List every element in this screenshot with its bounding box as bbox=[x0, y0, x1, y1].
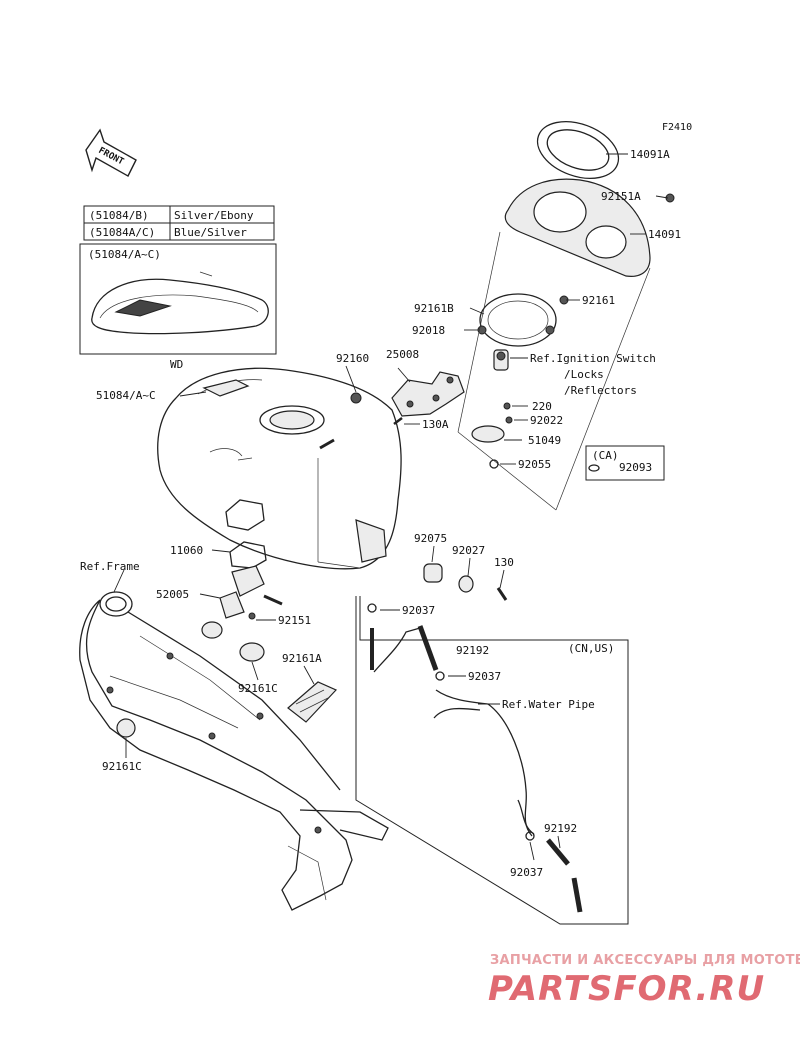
label-92161: 92161 bbox=[582, 294, 615, 307]
meter-housing-14091 bbox=[504, 178, 675, 277]
rubber-92161C-a bbox=[239, 642, 265, 662]
label-92093: 92093 bbox=[619, 461, 652, 474]
watermark-logo: ЗАПЧАСТИ И АКСЕССУАРЫ ДЛЯ МОТОТЕХНИКИ PA… bbox=[488, 953, 800, 1009]
grommet-92160 bbox=[350, 392, 362, 404]
color-table: (51084/B) Silver/Ebony (51084A/C) Blue/S… bbox=[83, 205, 275, 241]
label-92161A: 92161A bbox=[282, 652, 322, 665]
label-92055: 92055 bbox=[518, 458, 551, 471]
washer-92022 bbox=[505, 416, 513, 424]
label-92161C-a: 92161C bbox=[238, 682, 278, 695]
bolt-130A bbox=[393, 417, 403, 425]
clamp-92037-a bbox=[367, 603, 377, 613]
ref-locks: /Locks bbox=[564, 368, 604, 381]
label-92160: 92160 bbox=[336, 352, 369, 365]
ref-ignition: Ref.Ignition Switch bbox=[530, 352, 656, 365]
tank-decal-inset: (51084/A~C) bbox=[79, 243, 277, 355]
cn-us-label: (CN,US) bbox=[568, 642, 614, 655]
ignition-key-part bbox=[493, 349, 509, 371]
color-name-2: Blue/Silver bbox=[174, 226, 247, 239]
ca-label: (CA) bbox=[592, 449, 619, 462]
cap-51049 bbox=[471, 425, 505, 443]
gasket-11060 bbox=[229, 541, 267, 569]
label-92161B: 92161B bbox=[414, 302, 454, 315]
wd-label: WD bbox=[170, 358, 183, 371]
label-51049: 51049 bbox=[528, 434, 561, 447]
label-92151: 92151 bbox=[278, 614, 311, 627]
ref-frame: Ref.Frame bbox=[80, 560, 140, 573]
color-code-2: (51084A/C) bbox=[89, 226, 155, 239]
label-92192-b: 92192 bbox=[544, 822, 577, 835]
label-92151A: 92151A bbox=[601, 190, 641, 203]
color-name-1: Silver/Ebony bbox=[174, 209, 254, 222]
bolt-130 bbox=[496, 587, 508, 601]
label-14091A: 14091A bbox=[630, 148, 670, 161]
label-92022: 92022 bbox=[530, 414, 563, 427]
label-11060: 11060 bbox=[170, 544, 203, 557]
figure-code: F2410 bbox=[662, 122, 692, 133]
label-92027: 92027 bbox=[452, 544, 485, 557]
rubber-92161A bbox=[287, 681, 338, 723]
front-arrow-icon: FRONT bbox=[85, 128, 137, 177]
label-14091: 14091 bbox=[648, 228, 681, 241]
label-130A: 130A bbox=[422, 418, 449, 431]
watermark-line1: ЗАПЧАСТИ И АКСЕССУАРЫ ДЛЯ МОТОТЕХНИКИ bbox=[490, 953, 800, 968]
label-220: 220 bbox=[532, 400, 552, 413]
label-25008: 25008 bbox=[386, 348, 419, 361]
label-92037-a: 92037 bbox=[402, 604, 435, 617]
label-92037-b: 92037 bbox=[468, 670, 501, 683]
gasket-upper bbox=[225, 499, 265, 531]
oring-92055 bbox=[489, 459, 499, 469]
fuel-tank-51084 bbox=[157, 367, 402, 570]
frame bbox=[79, 591, 389, 911]
label-92192-a: 92192 bbox=[456, 644, 489, 657]
ca-region-box: (CA) 92093 bbox=[585, 445, 665, 481]
damper-92075 bbox=[423, 563, 443, 583]
meter-ring-92161B bbox=[477, 293, 569, 347]
bracket-25008 bbox=[391, 371, 465, 417]
label-51084: 51084/A~C bbox=[96, 389, 156, 402]
leader-lines bbox=[113, 153, 669, 861]
ref-reflectors: /Reflectors bbox=[564, 384, 637, 397]
label-92161C-b: 92161C bbox=[102, 760, 142, 773]
watermark-line2: PARTSFOR.RU bbox=[488, 969, 765, 1009]
cn-us-region-box: (CN,US) bbox=[355, 596, 629, 925]
label-130: 130 bbox=[494, 556, 514, 569]
meter-cover-14091A bbox=[536, 121, 620, 179]
label-92018: 92018 bbox=[412, 324, 445, 337]
rubber-92161C-b bbox=[116, 718, 136, 738]
screw-220 bbox=[503, 402, 511, 410]
fuel-valve-52005 bbox=[201, 565, 283, 639]
inset-label: (51084/A~C) bbox=[88, 248, 161, 261]
label-52005: 52005 bbox=[156, 588, 189, 601]
ref-water-pipe: Ref.Water Pipe bbox=[502, 698, 595, 711]
label-92075: 92075 bbox=[414, 532, 447, 545]
collar-92027 bbox=[458, 575, 474, 593]
label-92037-c: 92037 bbox=[510, 866, 543, 879]
color-code-1: (51084/B) bbox=[89, 209, 149, 222]
